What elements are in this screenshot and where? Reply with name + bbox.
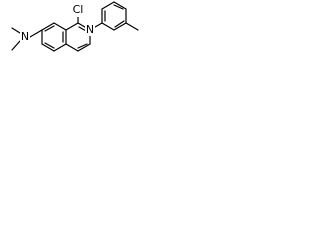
chlorine-atom-label: Cl xyxy=(73,3,84,16)
bond-ph2-ph3-inner xyxy=(114,20,125,28)
bond-c8a-c1 xyxy=(65,22,79,31)
bond-ph2-ph3 xyxy=(113,22,127,31)
bond-ph5-ph6 xyxy=(101,1,115,10)
bond-c3-c4 xyxy=(77,43,91,52)
amine-n-label-background xyxy=(20,31,30,43)
bond-ph3-methyl xyxy=(125,22,139,31)
bond-ph1-ph2 xyxy=(101,22,115,31)
bond-c6-c5-inner xyxy=(44,42,55,49)
cl-label-background xyxy=(69,3,87,17)
bond-n-methyl-down xyxy=(11,40,21,51)
bond-c8a-c8 xyxy=(53,22,67,31)
bond-c3-c4-inner xyxy=(77,43,88,49)
bond-n-methyl-up xyxy=(11,27,21,34)
bond-c5-c4a xyxy=(53,43,67,52)
amine-nitrogen-atom-label: N xyxy=(21,30,29,43)
ring-n-label-background xyxy=(85,24,95,36)
bond-c4-c4a xyxy=(65,43,79,52)
chemical-structure-canvas: Cl N N xyxy=(0,0,160,77)
bond-ph4-ph5 xyxy=(113,1,127,10)
isoquinoline-core xyxy=(41,22,91,52)
bond-c8-c7-inner xyxy=(44,25,55,32)
tolyl-ring xyxy=(89,1,139,31)
bond-c7-n-amine xyxy=(29,29,43,38)
bond-c6-c5 xyxy=(41,43,55,52)
molecule-diagram: Cl N N xyxy=(11,1,139,52)
bond-c8-c7 xyxy=(41,22,55,31)
ring-nitrogen-atom-label: N xyxy=(86,23,94,36)
bond-ph4-ph5-inner xyxy=(113,4,124,10)
